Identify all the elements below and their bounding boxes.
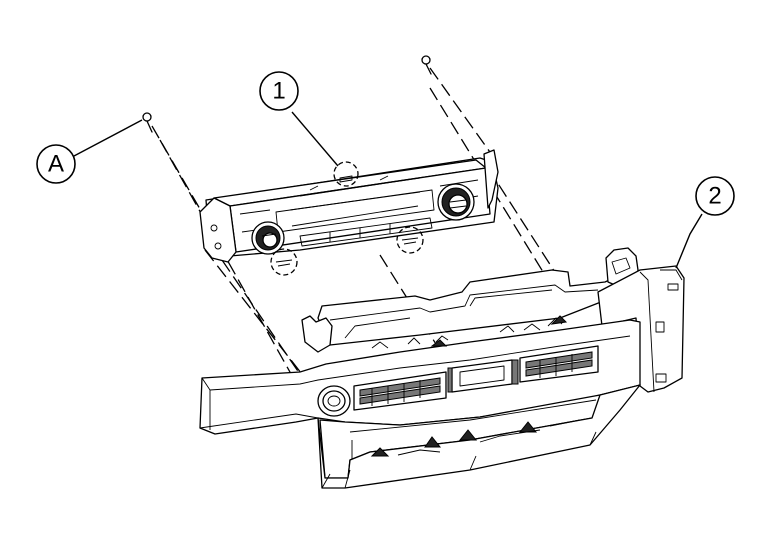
screw-right <box>421 55 432 75</box>
clip-location-marks <box>270 161 424 276</box>
cluster-lid-housing <box>199 247 685 489</box>
callout-fastener-a: A <box>36 119 143 184</box>
ac-control-unit <box>199 149 499 263</box>
screw-left <box>142 112 153 133</box>
callout-label-2: 2 <box>708 183 721 210</box>
callout-part-1: 1 <box>259 71 339 167</box>
callout-label-1: 1 <box>272 78 285 105</box>
callout-label-a: A <box>48 151 64 178</box>
callout-part-2: 2 <box>675 176 735 269</box>
